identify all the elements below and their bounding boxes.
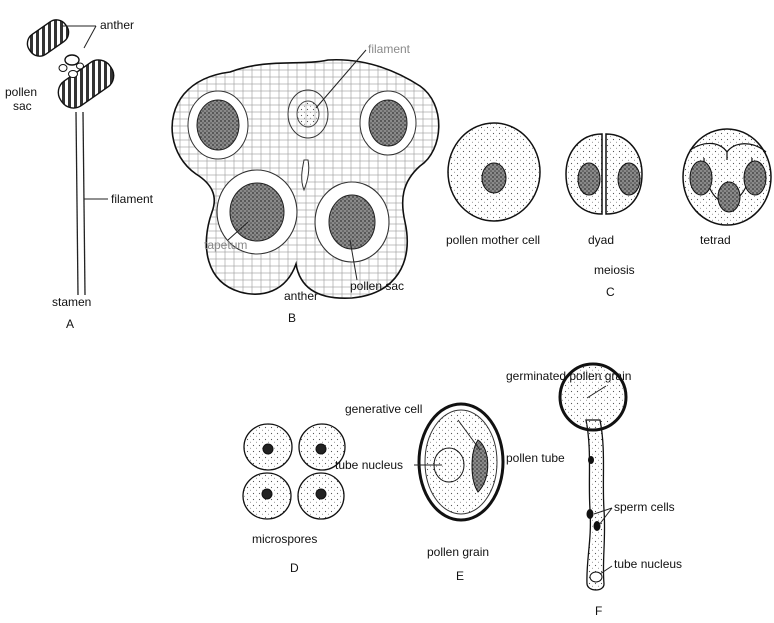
label-pollen-sac-a-line2: sac <box>13 99 32 113</box>
label-generative-cell: generative cell <box>345 402 422 416</box>
label-pollen-sac-b: pollen sac <box>350 279 404 293</box>
label-filament-b: filament <box>368 42 411 56</box>
panel-c-meiosis: pollen mother cell dyad tetrad meiosis C <box>446 123 771 299</box>
label-stamen: stamen <box>52 295 91 309</box>
pollen-mother-cell <box>448 123 540 221</box>
anther-leader-2 <box>84 26 96 48</box>
panel-d-microspores: microspores D <box>243 424 345 575</box>
label-filament-a: filament <box>111 192 154 206</box>
sperm-cell-2 <box>594 521 601 531</box>
label-anther-b: anther <box>284 289 318 303</box>
label-sperm-cells: sperm cells <box>614 500 675 514</box>
label-pollen-tube: pollen tube <box>506 451 565 465</box>
stamen-filament-line-right <box>83 112 85 295</box>
label-germinated-pollen-grain: germinated pollen grain <box>506 369 631 383</box>
label-tetrad: tetrad <box>700 233 731 247</box>
panel-letter-f: F <box>595 604 602 618</box>
label-anther-a: anther <box>100 18 134 32</box>
microspore-3 <box>243 473 291 519</box>
label-pollen-grain: pollen grain <box>427 545 489 559</box>
panel-letter-b: B <box>288 311 296 325</box>
anther-lobe-lower <box>53 55 119 114</box>
label-dyad: dyad <box>588 233 614 247</box>
pollen-sac-top-left <box>188 91 248 159</box>
label-tube-nucleus-f: tube nucleus <box>614 557 682 571</box>
dyad <box>566 134 642 214</box>
stamen-filament-line-left <box>76 112 78 295</box>
label-tapetum: tapetum <box>204 238 247 252</box>
tetrad <box>683 129 771 225</box>
panel-letter-e: E <box>456 569 464 583</box>
panel-letter-a: A <box>66 317 74 331</box>
microspore-4 <box>298 473 344 519</box>
pollen-sac-top-right <box>360 91 416 155</box>
panel-f-germinated-grain: germinated pollen grain pollen tube sper… <box>506 364 682 618</box>
tube-wall-mark <box>588 456 594 464</box>
label-pollen-sac-a-line1: pollen <box>5 85 37 99</box>
label-tube-nucleus-e: tube nucleus <box>335 458 403 472</box>
label-meiosis: meiosis <box>594 263 635 277</box>
microspore-1 <box>244 424 292 470</box>
panel-e-pollen-grain: generative cell tube nucleus pollen grai… <box>335 402 503 583</box>
pollen-tube-body <box>586 420 605 590</box>
anther-lobe-upper <box>23 16 73 61</box>
label-microspores: microspores <box>252 532 317 546</box>
panel-b-anther-section: filament tapetum pollen sac anther B <box>172 42 439 325</box>
panel-letter-d: D <box>290 561 299 575</box>
sperm-cell-1 <box>587 509 594 519</box>
panel-letter-c: C <box>606 285 615 299</box>
panel-a-stamen: anther pollen sac filament stamen A <box>5 16 154 331</box>
label-pollen-mother-cell: pollen mother cell <box>446 233 540 247</box>
